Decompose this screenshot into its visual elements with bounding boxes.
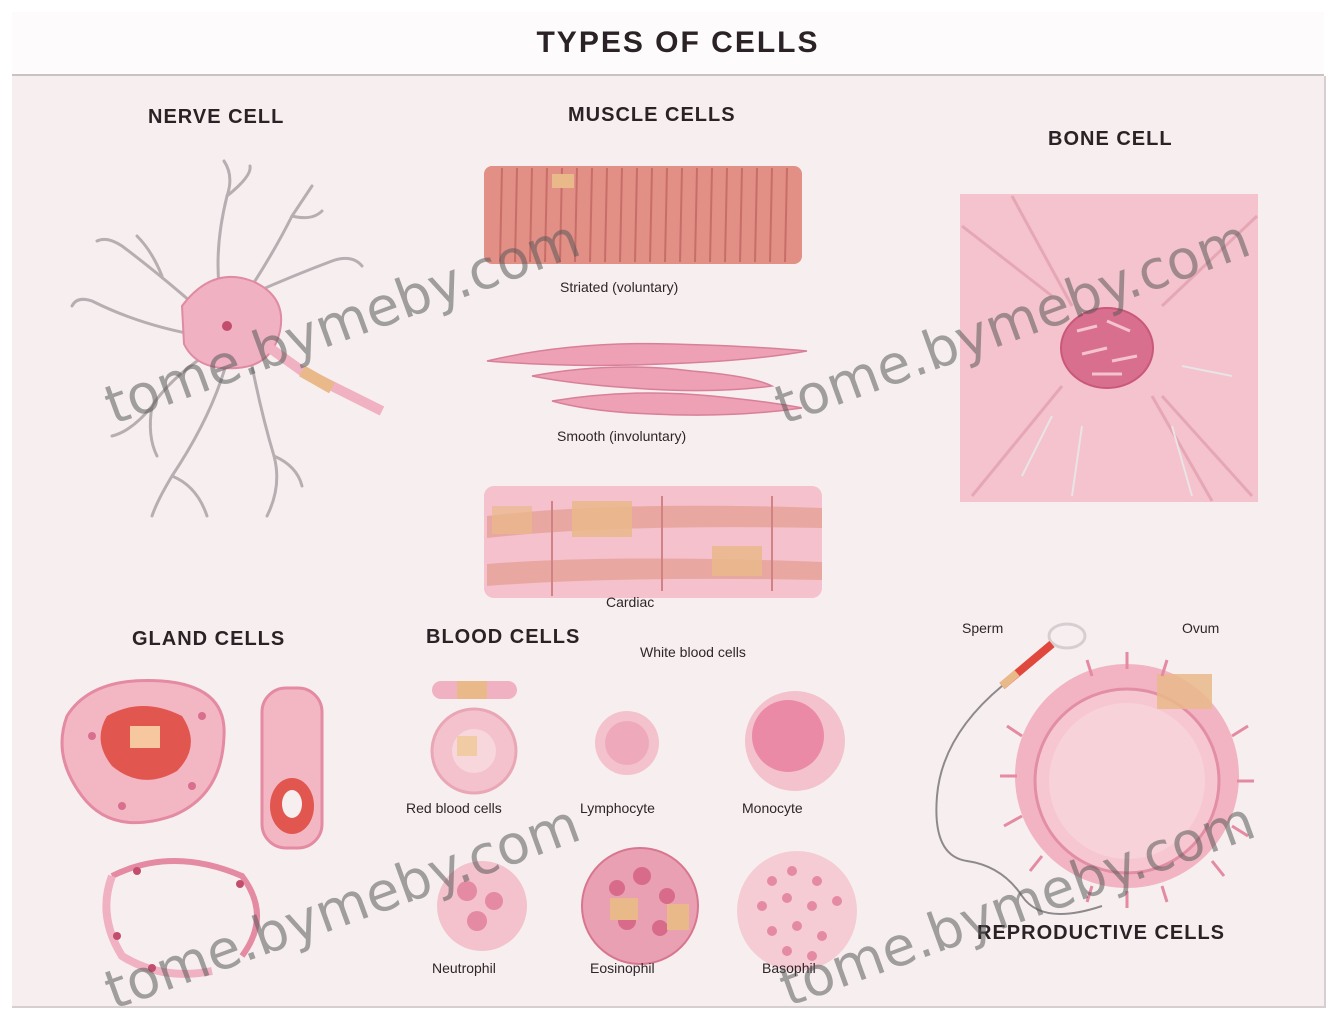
caption-sperm: Sperm [962,620,1003,636]
caption-ovum: Ovum [1182,620,1219,636]
caption-smooth: Smooth (involuntary) [557,428,686,444]
heading-muscle-cells: MUSCLE CELLS [568,104,736,127]
caption-striated: Striated (voluntary) [560,279,678,295]
caption-neutrophil: Neutrophil [432,960,496,976]
caption-cardiac: Cardiac [606,594,654,610]
heading-blood-cells: BLOOD CELLS [426,626,580,649]
title-bar: TYPES OF CELLS [12,12,1324,76]
diagram-panel: NERVE CELL MUSCLE CELLS BONE CELL GLAND … [12,76,1326,1008]
heading-nerve-cell: NERVE CELL [148,106,284,129]
caption-white-blood-cells: White blood cells [640,644,746,660]
caption-eosinophil: Eosinophil [590,960,655,976]
heading-gland-cells: GLAND CELLS [132,628,285,651]
page-title: TYPES OF CELLS [536,26,819,60]
smooth-muscle-drawing [487,344,807,416]
caption-lymphocyte: Lymphocyte [580,800,655,816]
heading-bone-cell: BONE CELL [1048,128,1173,151]
caption-red-blood-cells: Red blood cells [406,800,502,816]
cardiac-muscle-drawing [484,486,822,598]
caption-monocyte: Monocyte [742,800,803,816]
